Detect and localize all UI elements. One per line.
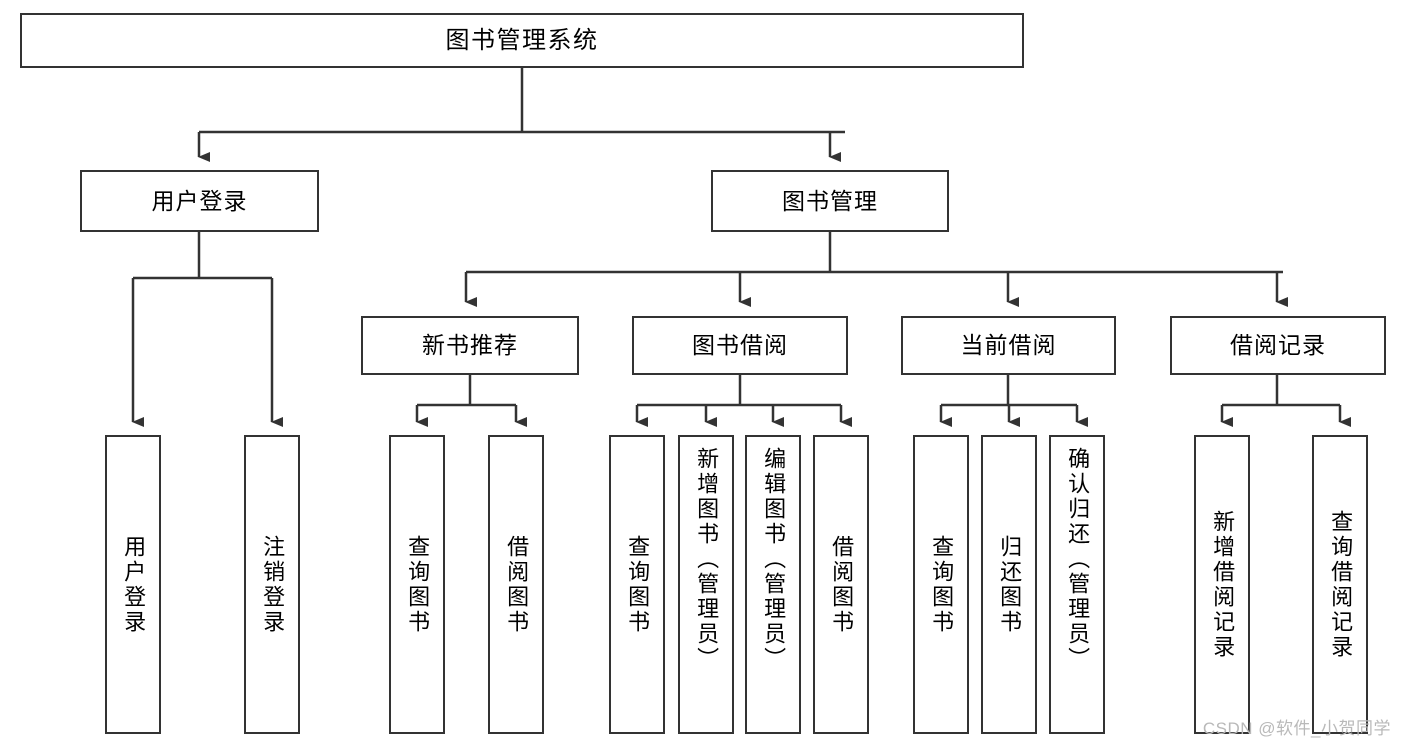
- node-label: 借阅记录: [1230, 332, 1326, 359]
- node-current-borrow[interactable]: 当前借阅: [901, 316, 1116, 375]
- node-label: 查询图书: [625, 534, 651, 635]
- node-label: 查询图书: [405, 534, 431, 635]
- leaf-borrow-books[interactable]: 借阅图书: [813, 435, 869, 734]
- node-label: 新增借阅记录: [1210, 509, 1236, 660]
- node-borrow-records[interactable]: 借阅记录: [1170, 316, 1386, 375]
- leaf-borrow-books-recommend[interactable]: 借阅图书: [488, 435, 544, 734]
- leaf-add-borrow-record[interactable]: 新增借阅记录: [1194, 435, 1250, 734]
- node-label: 编辑图书（管理员）: [761, 447, 787, 672]
- node-label: 图书管理系统: [445, 26, 599, 54]
- leaf-user-login[interactable]: 用户登录: [105, 435, 161, 734]
- leaf-query-books-recommend[interactable]: 查询图书: [389, 435, 445, 734]
- node-label: 图书管理: [782, 187, 878, 214]
- node-label: 新增图书（管理员）: [694, 447, 720, 672]
- node-root-system[interactable]: 图书管理系统: [20, 13, 1024, 68]
- node-label: 图书借阅: [692, 332, 788, 359]
- leaf-return-books[interactable]: 归还图书: [981, 435, 1037, 734]
- leaf-edit-book-admin[interactable]: 编辑图书（管理员）: [745, 435, 801, 734]
- leaf-query-books-current[interactable]: 查询图书: [913, 435, 969, 734]
- node-new-book-recommend[interactable]: 新书推荐: [361, 316, 579, 375]
- node-label: 借阅图书: [829, 534, 855, 635]
- leaf-add-book-admin[interactable]: 新增图书（管理员）: [678, 435, 734, 734]
- node-label: 确认归还（管理员）: [1065, 447, 1091, 672]
- node-label: 借阅图书: [504, 534, 530, 635]
- leaf-query-borrow-record[interactable]: 查询借阅记录: [1312, 435, 1368, 734]
- node-label: 用户登录: [121, 534, 147, 635]
- node-user-login[interactable]: 用户登录: [80, 170, 319, 232]
- watermark-text: CSDN @软件_小贺同学: [1202, 719, 1391, 738]
- node-label: 查询图书: [929, 534, 955, 635]
- node-book-management[interactable]: 图书管理: [711, 170, 949, 232]
- node-label: 新书推荐: [422, 332, 518, 359]
- node-label: 用户登录: [151, 187, 248, 214]
- leaf-query-books-borrow[interactable]: 查询图书: [609, 435, 665, 734]
- leaf-logout[interactable]: 注销登录: [244, 435, 300, 734]
- leaf-confirm-return-admin[interactable]: 确认归还（管理员）: [1049, 435, 1105, 734]
- node-label: 归还图书: [997, 534, 1023, 635]
- node-label: 当前借阅: [960, 332, 1057, 359]
- node-book-borrow[interactable]: 图书借阅: [632, 316, 848, 375]
- node-label: 查询借阅记录: [1328, 509, 1354, 660]
- node-label: 注销登录: [260, 534, 286, 635]
